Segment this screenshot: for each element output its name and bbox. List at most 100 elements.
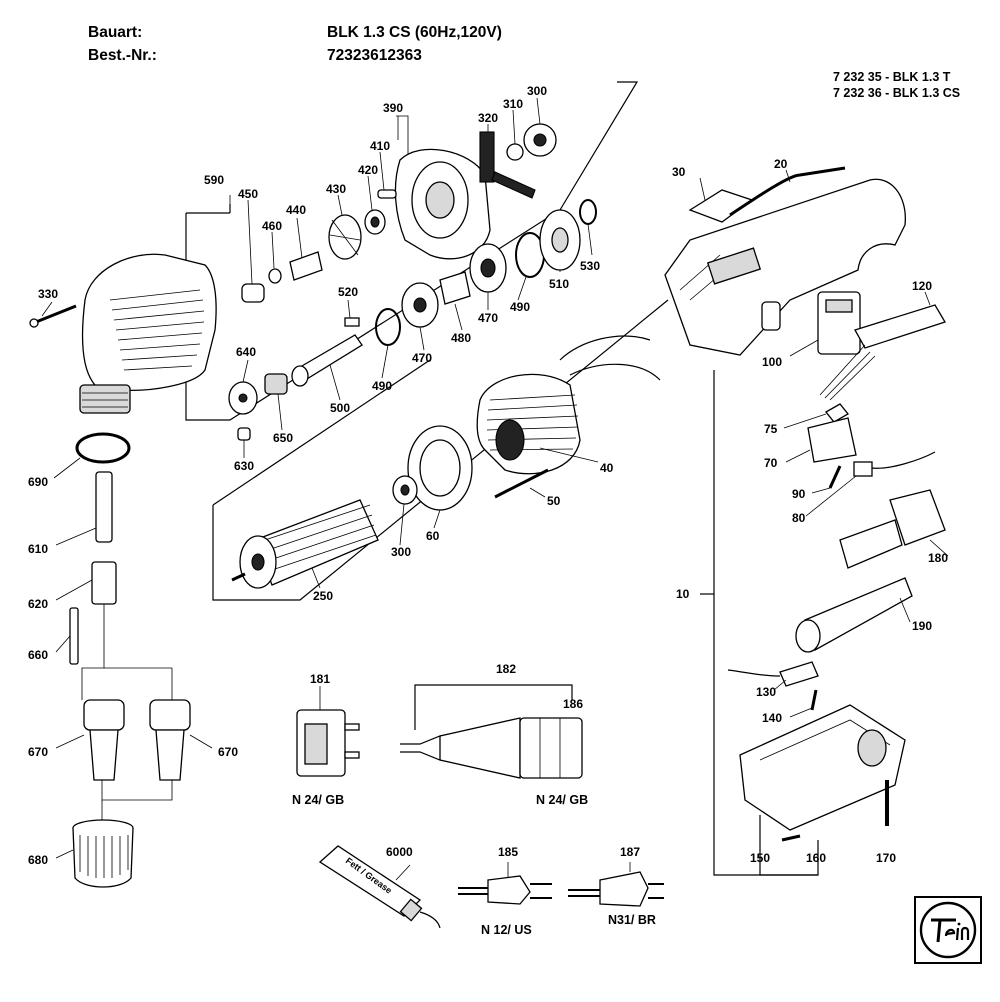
label-640: 640 — [236, 345, 256, 359]
label-630: 630 — [234, 459, 254, 473]
sleeve-450 — [241, 283, 265, 303]
capacitor-120 — [819, 304, 946, 401]
carbon-brush-80 — [853, 451, 936, 477]
label-10: 10 — [676, 587, 690, 601]
label-180: 180 — [928, 551, 948, 565]
label-510: 510 — [549, 277, 569, 291]
fein-logo-mark — [919, 901, 977, 959]
label-100: 100 — [762, 355, 782, 369]
type-value: BLK 1.3 CS (60Hz,120V) — [327, 24, 502, 41]
label-680: 680 — [28, 853, 48, 867]
connector-lines — [81, 604, 173, 820]
label-6000: 6000 — [386, 845, 413, 859]
strain-relief-190 — [795, 577, 913, 653]
plug-186 — [519, 717, 583, 779]
gear-assembly-outline — [185, 81, 639, 421]
motor-housing-10 — [664, 178, 906, 356]
motor-assembly-outline — [212, 299, 669, 601]
label-160: 160 — [806, 851, 826, 865]
label-650: 650 — [273, 431, 293, 445]
plunger-610 — [95, 471, 113, 543]
ring-310 — [506, 143, 524, 161]
label-590: 590 — [204, 173, 224, 187]
screw-90 — [828, 465, 842, 489]
bearing-300b — [392, 475, 418, 505]
label-610: 610 — [28, 542, 48, 556]
die-670-left — [83, 699, 125, 781]
label-90: 90 — [792, 487, 806, 501]
label-40: 40 — [600, 461, 614, 475]
screw-160 — [781, 834, 801, 842]
label-70: 70 — [764, 456, 778, 470]
toothed-strip-320 — [479, 131, 536, 199]
label-470-left: 470 — [412, 351, 432, 365]
washer-460 — [268, 268, 282, 284]
label-670-right: 670 — [218, 745, 238, 759]
cam-640 — [228, 381, 258, 415]
plug-180 — [839, 489, 946, 569]
label-185: 185 — [498, 845, 518, 859]
spiral-pinion-440 — [289, 251, 323, 281]
label-190: 190 — [912, 619, 932, 633]
variant-181: N 24/ GB — [292, 793, 344, 807]
label-150: 150 — [750, 851, 770, 865]
label-520: 520 — [338, 285, 358, 299]
label-660: 660 — [28, 648, 48, 662]
plug-185-us — [458, 875, 552, 905]
cover-bracket — [759, 815, 819, 876]
spring-rod-20 — [729, 166, 846, 217]
label-250: 250 — [313, 589, 333, 603]
gear-510 — [539, 209, 581, 271]
punch-holder-620 — [91, 561, 117, 605]
model-line-2: 7 232 36 - BLK 1.3 CS — [833, 86, 961, 100]
label-120: 120 — [912, 279, 932, 293]
label-20: 20 — [774, 157, 788, 171]
type-label: Bauart: — [88, 24, 143, 41]
grease-tube-6000: Fett / Grease — [318, 845, 441, 929]
gear-430 — [328, 214, 362, 260]
field-coil-40 — [476, 335, 661, 475]
label-330: 330 — [38, 287, 58, 301]
label-440: 440 — [286, 203, 306, 217]
label-140: 140 — [762, 711, 782, 725]
label-75: 75 — [764, 422, 778, 436]
label-187: 187 — [620, 845, 640, 859]
label-310: 310 — [503, 97, 523, 111]
plug-187-br — [568, 871, 664, 907]
label-80: 80 — [792, 511, 806, 525]
angle-head — [79, 253, 217, 414]
label-470-right: 470 — [478, 311, 498, 325]
label-320: 320 — [478, 111, 498, 125]
label-50: 50 — [547, 494, 561, 508]
cover-150 — [739, 704, 906, 831]
order-label: Best.-Nr.: — [88, 47, 157, 64]
label-300-bottom: 300 — [391, 545, 411, 559]
leader-lines — [41, 97, 949, 881]
label-170: 170 — [876, 851, 896, 865]
label-430: 430 — [326, 182, 346, 196]
switch-100 — [817, 291, 861, 355]
label-480: 480 — [451, 331, 471, 345]
label-300-top: 300 — [527, 84, 547, 98]
sleeve-480 — [439, 271, 471, 305]
shaft-500 — [291, 334, 363, 387]
bearing-470a — [469, 243, 507, 293]
label-130: 130 — [756, 685, 776, 699]
fein-logo — [914, 896, 982, 964]
bearing-470b — [401, 282, 439, 328]
variant-187: N31/ BR — [608, 913, 656, 927]
label-450: 450 — [238, 187, 258, 201]
plate-75 — [825, 403, 849, 423]
label-182: 182 — [496, 662, 516, 676]
pin-660 — [69, 607, 79, 665]
brush-holder-70 — [807, 417, 857, 463]
label-30: 30 — [672, 165, 686, 179]
die-670-right — [149, 699, 191, 781]
bearing-420 — [364, 209, 386, 235]
label-490-left: 490 — [372, 379, 392, 393]
pin-410 — [377, 189, 397, 199]
seal-690 — [75, 432, 131, 464]
knurled-nut-680 — [72, 819, 134, 888]
